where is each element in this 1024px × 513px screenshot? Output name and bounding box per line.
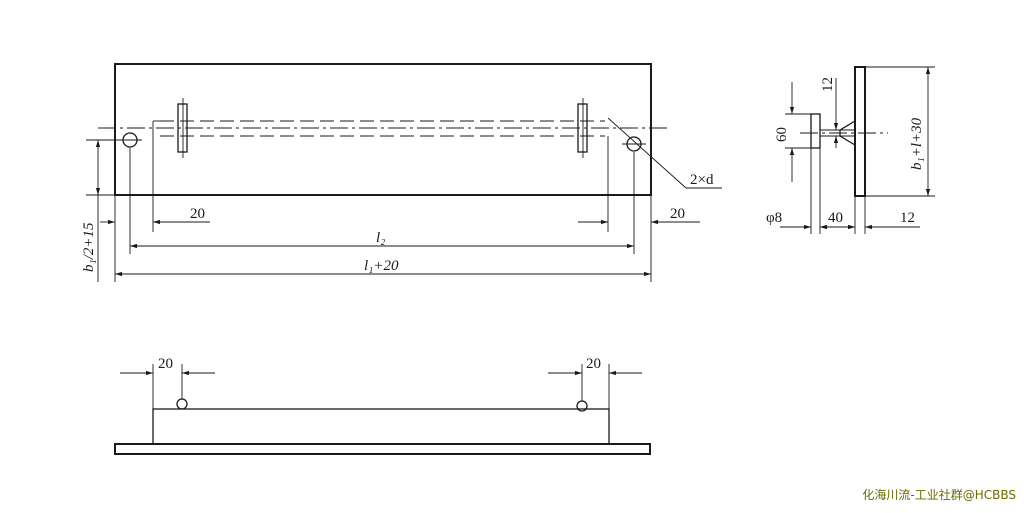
side-bracket: [810, 113, 821, 149]
side-dim-60-text: 60: [774, 127, 790, 142]
dim-b1-text: b₁/2+15: [81, 222, 97, 272]
bottom-base-plate: [114, 443, 651, 455]
bottom-dim-20-right-text: 20: [586, 356, 601, 372]
dim-l2-text: l₂: [376, 230, 385, 246]
side-weld: [839, 119, 856, 147]
side-dim-phi-text: φ8: [766, 210, 782, 226]
watermark: 化海川流-工业社群@HCBBS: [862, 488, 1016, 502]
bottom-dim-20-left-text: 20: [158, 356, 173, 372]
bottom-body: [152, 408, 610, 445]
side-view: 60 12 b₁+l+30 φ8 40 12: [766, 66, 935, 234]
dim-20-left-text: 20: [190, 206, 205, 222]
bottom-left-hole: [176, 398, 188, 410]
side-dim-12-bottom-text: 12: [900, 210, 915, 226]
left-bracket: [177, 103, 188, 153]
hole-label: 2×d: [690, 172, 714, 188]
side-dim-12-top-text: 12: [820, 77, 836, 92]
hole-leader: [607, 117, 687, 189]
front-plate-outline: [114, 63, 652, 196]
bottom-view: 20 20: [114, 356, 651, 455]
side-dim-b1l-text: b₁+l+30: [909, 117, 925, 170]
front-view: 2×d 20 20 l₂ l₁+20 b₁/2+15: [81, 63, 722, 282]
dim-l1-text: l₁+20: [364, 258, 399, 274]
dim-20-right-text: 20: [670, 206, 685, 222]
right-bracket: [577, 103, 588, 153]
side-plate: [854, 66, 866, 197]
side-dim-40-text: 40: [828, 210, 843, 226]
